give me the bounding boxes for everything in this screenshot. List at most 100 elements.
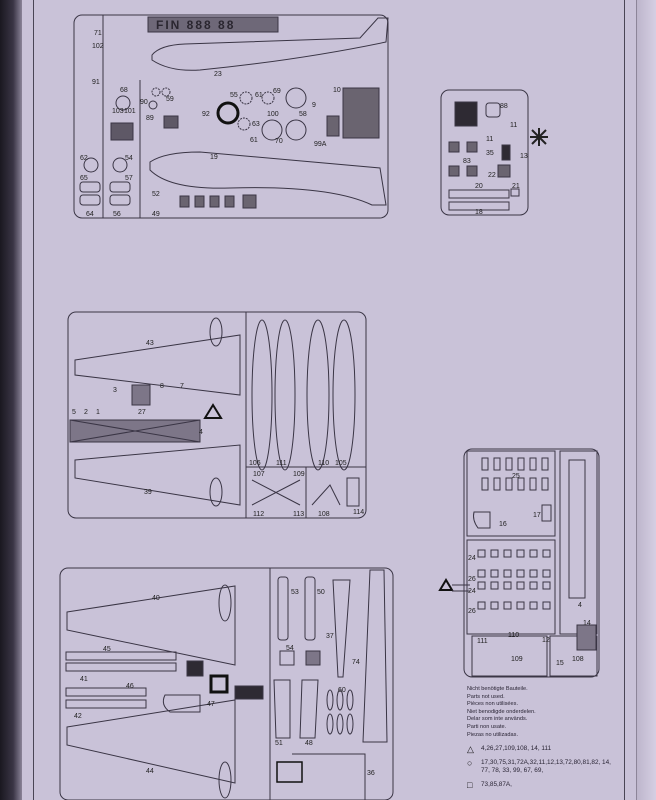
seat-part [503, 549, 512, 558]
part-label: 69 [273, 88, 281, 95]
part-label: 24 [468, 555, 476, 562]
part-label: 39 [144, 489, 152, 496]
part-label: 54 [286, 645, 294, 652]
legend-parts: 17,30,75,31,72A,32,11,12,13,72,80,81,82,… [481, 759, 611, 775]
sprue-top [73, 14, 389, 219]
legend-title-line: Pièces non utilisées. [467, 701, 518, 708]
part-label: 27 [138, 409, 146, 416]
seat-part [529, 569, 538, 578]
part-label: 63 [252, 121, 260, 128]
part-label: 52 [152, 191, 160, 198]
seat-part [516, 601, 525, 610]
part-label: 42 [74, 713, 82, 720]
part-label: 74 [352, 659, 360, 666]
registration-decal-text: FIN 888 88 [156, 18, 235, 32]
seat-part [477, 549, 486, 558]
seat-part [477, 601, 486, 610]
seat-part [477, 569, 486, 578]
part-label: 70 [275, 138, 283, 145]
page-left-edge [0, 0, 22, 800]
part-label: 100 [267, 111, 279, 118]
window-part [493, 457, 501, 471]
triangle-icon: △ [467, 744, 474, 755]
window-part [517, 457, 525, 471]
triangle-marker [438, 578, 454, 591]
fuselage-half-23 [151, 17, 389, 71]
part-label: 54 [125, 155, 133, 162]
part-label: 61 [250, 137, 258, 144]
part-label: 113 [293, 511, 304, 518]
part-label: 12 [542, 637, 550, 644]
wing-39 [74, 444, 241, 506]
window-part [541, 477, 549, 491]
part-label: 25 [512, 473, 520, 480]
window-part [493, 477, 501, 491]
part-label: 16 [499, 521, 507, 528]
legend-title-line: Parti non usate. [467, 723, 507, 730]
seat-part [503, 601, 512, 610]
part-label: 11 [486, 136, 493, 143]
seat-part [490, 601, 499, 610]
part-label: 111 [477, 638, 488, 645]
seat-part [542, 601, 551, 610]
window-part [529, 477, 537, 491]
wing-43 [74, 334, 241, 396]
seat-part [529, 549, 538, 558]
legend-title-line: Delar som inte används. [467, 716, 528, 723]
sprue-right-labels: 25 16 17 24 26 24 26 4 111 110 12 15 14 … [468, 473, 591, 667]
fuselage-half-19 [149, 151, 387, 206]
asterisk-symbol [530, 128, 548, 146]
window-part [505, 477, 513, 491]
part-label: 50 [317, 589, 325, 596]
seat-part [490, 581, 499, 590]
part-label: 35 [486, 150, 494, 157]
part-label: 15 [556, 660, 564, 667]
part-label: 22 [488, 172, 496, 179]
part-label: 103 [112, 108, 124, 115]
part-label: 14 [583, 620, 591, 627]
part-label: 3 [113, 387, 117, 394]
part-label: 55 [230, 92, 238, 99]
wing-40 [66, 585, 236, 666]
legend-parts: 73,85,87A, [481, 781, 512, 789]
unused-parts-legend: Nicht benötigte Bauteile. Parts not used… [467, 686, 617, 791]
part-label: 61 [255, 92, 263, 99]
part-label: 1 [96, 409, 100, 416]
part-label: 37 [326, 633, 334, 640]
part-label: 20 [475, 183, 483, 190]
part-label: 26 [468, 576, 476, 583]
sheet-border-left [33, 0, 34, 800]
seat-part [503, 569, 512, 578]
legend-group-circle: ○ 17,30,75,31,72A,32,11,12,13,72,80,81,8… [467, 759, 617, 775]
sprue-mid-labels: 43 5 2 1 3 27 8 7 4 39 106 111 110 105 1… [72, 340, 364, 518]
part-label: 24 [468, 588, 476, 595]
part-label: 99A [314, 141, 327, 148]
part-label: 47 [207, 701, 215, 708]
part-label: 90 [140, 99, 148, 106]
part-label: 53 [291, 589, 299, 596]
window-part [529, 457, 537, 471]
part-label: 43 [146, 340, 154, 347]
part-label: 5 [72, 409, 76, 416]
ring-part [216, 101, 240, 125]
part-label: 45 [103, 646, 111, 653]
part-label: 83 [463, 158, 471, 165]
part-label: 60 [338, 687, 346, 694]
part-label: 7 [180, 383, 184, 390]
wing-44 [66, 699, 236, 784]
sprue-bottom [59, 567, 394, 800]
part-label: 106 [249, 460, 261, 467]
part-label: 21 [512, 183, 520, 190]
part-label: 59 [166, 96, 174, 103]
sheet-border-right [624, 0, 625, 800]
seat-part [490, 549, 499, 558]
part-label: 109 [293, 471, 305, 478]
part-label: 44 [146, 768, 154, 775]
sprue-small [440, 89, 529, 216]
part-label: 8 [160, 383, 164, 390]
square-icon: □ [467, 780, 473, 791]
sprue-small-labels: 88 11 11 83 35 22 13 20 21 18 [463, 103, 528, 216]
seat-part [542, 549, 551, 558]
decal-strip [147, 16, 279, 33]
window-part [517, 477, 525, 491]
